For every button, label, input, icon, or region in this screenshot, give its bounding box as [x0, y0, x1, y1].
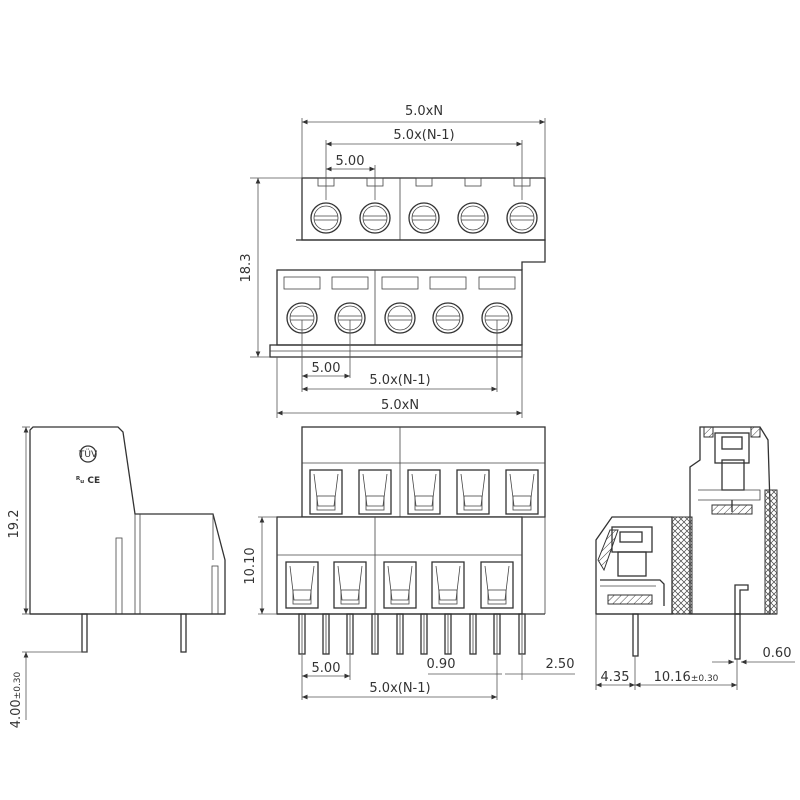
- pcb-pin: [322, 613, 330, 655]
- dim-total-top: 5.0xN: [405, 104, 443, 119]
- wire-entry-icon: [505, 469, 539, 515]
- wire-entry-icon: [285, 561, 319, 609]
- dim-height-front: 10.10: [243, 547, 258, 584]
- dim-height-top: 18.3: [239, 254, 254, 283]
- dim-span-front: 5.0x(N-1): [369, 681, 430, 696]
- svg-text:10.16±0.30: 10.16±0.30: [654, 670, 719, 685]
- side-view: TÜV ᴿᵤ CE 19.2 4.00±0.30: [7, 426, 226, 728]
- wire-entry-icon: [431, 561, 465, 609]
- wire-entry-slot: [331, 276, 369, 290]
- upper-screw-icon: [506, 202, 538, 234]
- end-pin-front: [632, 613, 639, 657]
- wire-entry-slot: [478, 276, 516, 290]
- lower-screw-icon: [384, 302, 416, 334]
- front-upper-housing: [301, 426, 546, 518]
- side-housing: [29, 426, 226, 615]
- dim-pin-offset: 2.50: [546, 657, 575, 672]
- end-rear-housing: [689, 426, 771, 615]
- dim-pin-length: 4.00: [9, 699, 24, 728]
- wire-entry-icon: [333, 561, 367, 609]
- wire-entry-slot: [429, 276, 467, 290]
- dim-span-bottom: 5.0x(N-1): [369, 373, 430, 388]
- dim-row-spacing: 10.16: [654, 670, 691, 685]
- wire-entry-icon: [309, 469, 343, 515]
- dim-pin-width: 0.90: [427, 657, 456, 672]
- pcb-pin: [298, 613, 306, 655]
- dim-pin-tolerance: ±0.30: [13, 671, 23, 699]
- front-lower-housing: [276, 516, 523, 615]
- pcb-pin: [444, 613, 452, 655]
- upper-screw-icon: [457, 202, 489, 234]
- pcb-pin: [420, 613, 428, 655]
- end-view: 4.35 10.16±0.30 0.60: [595, 426, 795, 690]
- pcb-pin: [518, 613, 526, 655]
- front-view: 10.10 5.00 0.90 2.50 5.0x(N-1): [243, 426, 575, 700]
- dim-pitch-top: 5.00: [336, 154, 365, 169]
- dim-total-bottom: 5.0xN: [381, 398, 419, 413]
- side-pin-left: [81, 613, 88, 653]
- dim-edge: 4.35: [601, 670, 630, 685]
- wire-entry-icon: [383, 561, 417, 609]
- pcb-pin: [346, 613, 354, 655]
- dim-pitch-bottom: 5.00: [312, 361, 341, 376]
- tuv-logo-text: TÜV: [78, 449, 98, 460]
- upper-base-outline: [296, 239, 546, 270]
- wire-entry-icon: [358, 469, 392, 515]
- wire-entry-slot: [283, 276, 321, 290]
- upper-screw-icon: [408, 202, 440, 234]
- wire-entry-icon: [480, 561, 514, 609]
- svg-text:4.00±0.30: 4.00±0.30: [9, 671, 24, 728]
- dim-height-side: 19.2: [7, 510, 22, 539]
- pcb-pin: [396, 613, 404, 655]
- end-rear-wall: [764, 489, 778, 615]
- side-pin-right: [180, 613, 187, 653]
- dim-pin-thickness: 0.60: [763, 646, 792, 661]
- top-view: 5.0xN 5.0x(N-1) 5.00 18.3 5.00 5.0x(N-1)…: [239, 104, 546, 418]
- wire-entry-icon: [407, 469, 441, 515]
- lower-screw-icon: [432, 302, 464, 334]
- dim-pitch-front: 5.00: [312, 661, 341, 676]
- pcb-pin: [371, 613, 379, 655]
- upper-screw-icon: [359, 202, 391, 234]
- end-pin-rear: [734, 613, 741, 660]
- upper-latch: [415, 177, 433, 187]
- cert-marks: ᴿᵤ CE: [76, 476, 100, 486]
- dim-row-tolerance: ±0.30: [691, 674, 719, 684]
- lower-row-housing: [276, 269, 523, 346]
- end-mid-wall: [671, 516, 693, 615]
- wire-entry-icon: [456, 469, 490, 515]
- tuv-logo-icon: [79, 445, 97, 463]
- pcb-pin: [493, 613, 501, 655]
- dim-span-top: 5.0x(N-1): [393, 128, 454, 143]
- upper-latch: [464, 177, 482, 187]
- pcb-pin: [469, 613, 477, 655]
- upper-screw-icon: [310, 202, 342, 234]
- wire-entry-slot: [381, 276, 419, 290]
